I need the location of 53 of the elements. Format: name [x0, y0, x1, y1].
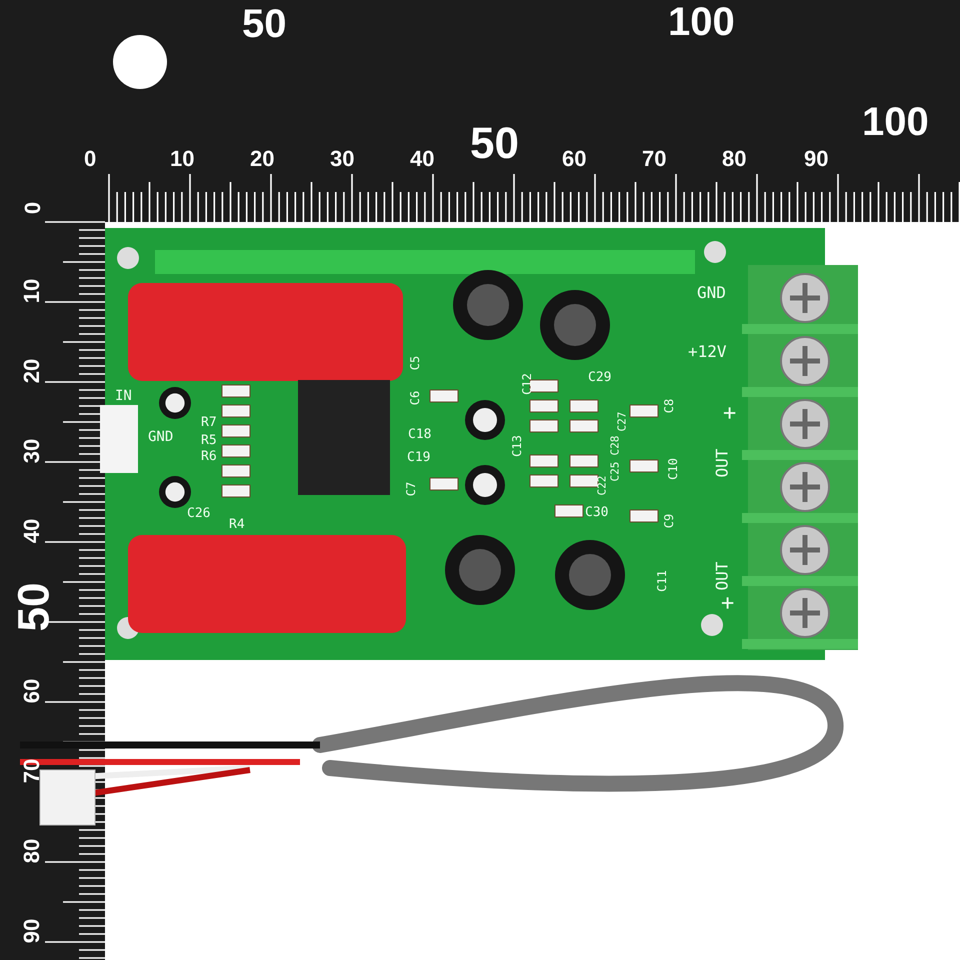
scale-number: 40 [410, 148, 434, 170]
scale-number: 70 [21, 758, 44, 784]
silkscreen-label: C6 [409, 390, 422, 406]
scale-number: 90 [21, 918, 44, 944]
scale-number: 50 [470, 122, 519, 166]
scale-number: 10 [170, 148, 194, 170]
silkscreen-label: IN [115, 389, 132, 403]
scale-number: 80 [21, 838, 44, 864]
silkscreen-label: R7 [201, 416, 217, 429]
silkscreen-label: GND [148, 430, 174, 444]
scale-number: 30 [330, 148, 354, 170]
silkscreen-label: C7 [405, 482, 418, 496]
scale-number: 0 [84, 148, 96, 170]
scale-number: 20 [250, 148, 274, 170]
silkscreen-label: C13 [510, 435, 523, 457]
scale-number: 0 [22, 202, 44, 214]
scale-number: 60 [562, 148, 586, 170]
silkscreen-label: C12 [520, 373, 533, 395]
silkscreen-label: C25 [609, 462, 620, 482]
silkscreen-label: C26 [187, 507, 210, 520]
silkscreen-label: C29 [588, 371, 612, 384]
silkscreen-label: C11 [656, 570, 668, 592]
scale-number: 50 [12, 582, 56, 632]
silkscreen-label: OUT [714, 448, 730, 478]
silkscreen-label: R5 [201, 434, 217, 447]
silkscreen-label: C27 [616, 412, 628, 432]
scale-number: 70 [642, 148, 666, 170]
scale-number: 50 [242, 4, 286, 44]
scale-number: 20 [21, 358, 44, 384]
scale-number: 10 [21, 278, 44, 304]
silkscreen-label: C22 [596, 476, 608, 496]
silkscreen-label: R6 [201, 450, 217, 463]
scale-number: 100 [668, 2, 735, 42]
silkscreen-label: OUT [714, 562, 730, 590]
scale-number: 60 [21, 678, 44, 704]
silkscreen-label: C10 [666, 458, 679, 480]
silkscreen-label: C28 [609, 436, 620, 456]
silkscreen-label: R4 [229, 518, 245, 531]
silkscreen-label: + [718, 596, 740, 610]
silkscreen-label: +12V [688, 344, 727, 360]
scale-number: 90 [804, 148, 828, 170]
silkscreen-label: + [720, 406, 742, 420]
scale-number: 40 [21, 518, 44, 544]
scale-number: 30 [21, 438, 44, 464]
scale-number: 100 [862, 102, 929, 142]
silkscreen-label: C8 [663, 398, 676, 414]
scale-number: 80 [722, 148, 746, 170]
silkscreen-label: C18 [408, 428, 432, 441]
silkscreen-label: GND [697, 285, 726, 301]
silkscreen-label: C9 [663, 514, 676, 528]
silkscreen-label: C5 [409, 356, 422, 370]
silkscreen-label: C30 [585, 506, 608, 519]
silkscreen-label: C19 [407, 451, 430, 464]
